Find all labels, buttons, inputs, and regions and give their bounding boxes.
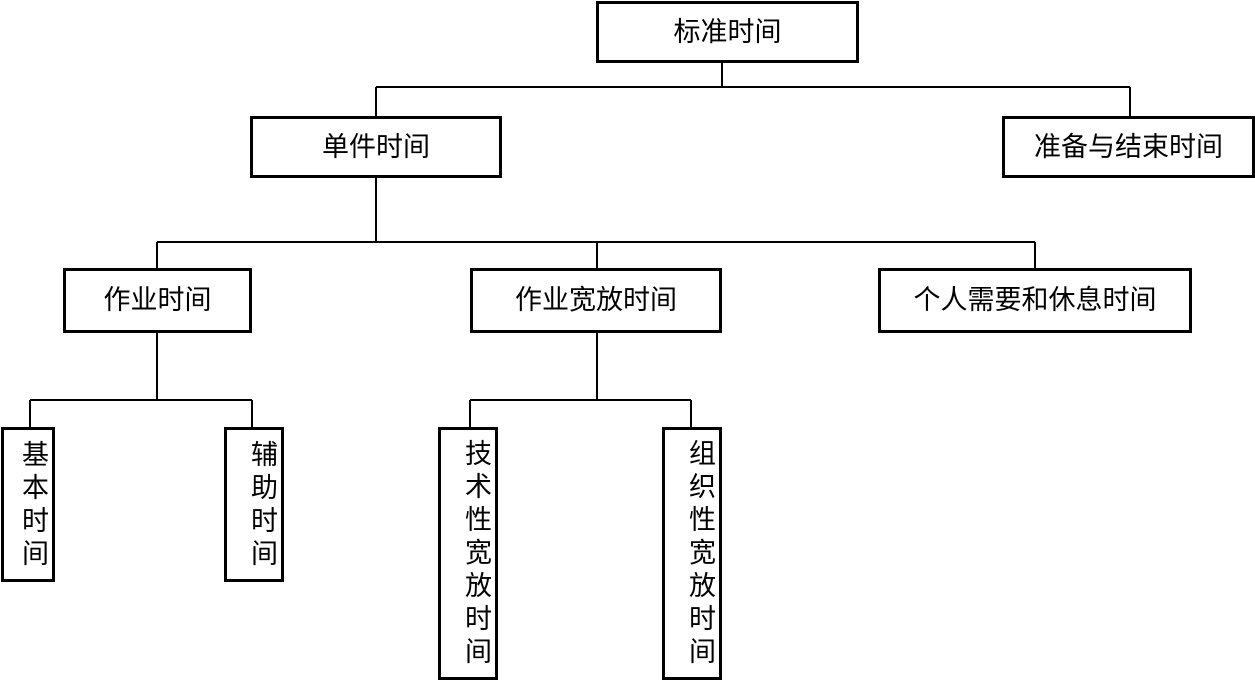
- node-technical-allowance-time: 技术性宽放时间: [438, 427, 498, 680]
- node-standard-time: 标准时间: [596, 1, 859, 63]
- node-work-allowance-time-label: 作业宽放时间: [515, 285, 677, 316]
- node-basic-time-label: 基本时间: [17, 439, 48, 572]
- node-standard-time-label: 标准时间: [673, 16, 782, 48]
- node-work-allowance-time: 作业宽放时间: [470, 268, 722, 333]
- node-personal-rest-time: 个人需要和休息时间: [878, 268, 1192, 333]
- node-prep-end-time: 准备与结束时间: [1002, 116, 1255, 178]
- node-basic-time: 基本时间: [1, 427, 55, 582]
- node-auxiliary-time-label: 辅助时间: [246, 439, 277, 572]
- node-work-time: 作业时间: [63, 268, 252, 333]
- node-organizational-allowance-time: 组织性宽放时间: [662, 427, 722, 680]
- node-technical-allowance-time-label: 技术性宽放时间: [460, 439, 491, 670]
- node-auxiliary-time: 辅助时间: [224, 427, 284, 582]
- node-organizational-allowance-time-label: 组织性宽放时间: [684, 439, 715, 670]
- node-prep-end-time-label: 准备与结束时间: [1034, 131, 1223, 163]
- node-unit-time: 单件时间: [250, 116, 502, 178]
- node-unit-time-label: 单件时间: [322, 131, 430, 163]
- node-personal-rest-time-label: 个人需要和休息时间: [913, 285, 1157, 316]
- node-work-time-label: 作业时间: [103, 285, 212, 316]
